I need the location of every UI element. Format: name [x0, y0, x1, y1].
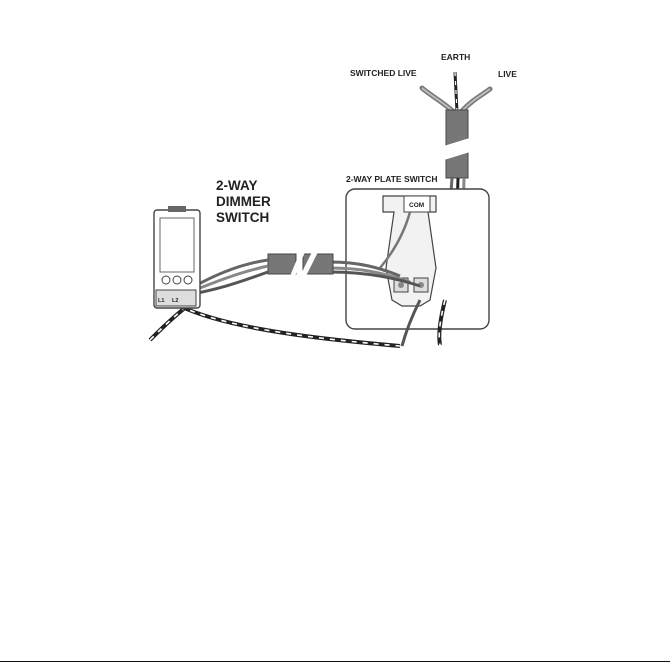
dimmer-label-line-2: DIMMER	[216, 194, 271, 209]
earth-label: EARTH	[441, 52, 470, 62]
dimmer-button-2	[173, 276, 181, 284]
strap-wire-4	[195, 260, 268, 286]
live-label: LIVE	[498, 69, 517, 79]
dimmer-button-1	[162, 276, 170, 284]
dimmer-terminal-l2: L2	[172, 298, 178, 304]
dimmer-switch: L1 L2	[154, 206, 200, 308]
dimmer-label-line-3: SWITCH	[216, 210, 269, 225]
terminal-screw	[398, 282, 404, 288]
dimmer-button-3	[184, 276, 192, 284]
dimmer-switch-label: 2-WAY DIMMER SWITCH	[216, 178, 271, 225]
strap-sheath-left	[268, 254, 296, 274]
com-terminal-label: COM	[409, 202, 424, 209]
dimmer-top-clip	[168, 206, 186, 212]
dimmer-label-line-1: 2-WAY	[216, 178, 258, 193]
dimmer-panel	[160, 218, 194, 272]
bottom-rule	[0, 661, 670, 662]
dimmer-terminal-l1: L1	[158, 298, 164, 304]
plate-switch-label: 2-WAY PLATE SWITCH	[346, 174, 437, 184]
switched-live-wire-core	[422, 88, 454, 112]
switched-live-label: SWITCHED LIVE	[350, 68, 417, 78]
